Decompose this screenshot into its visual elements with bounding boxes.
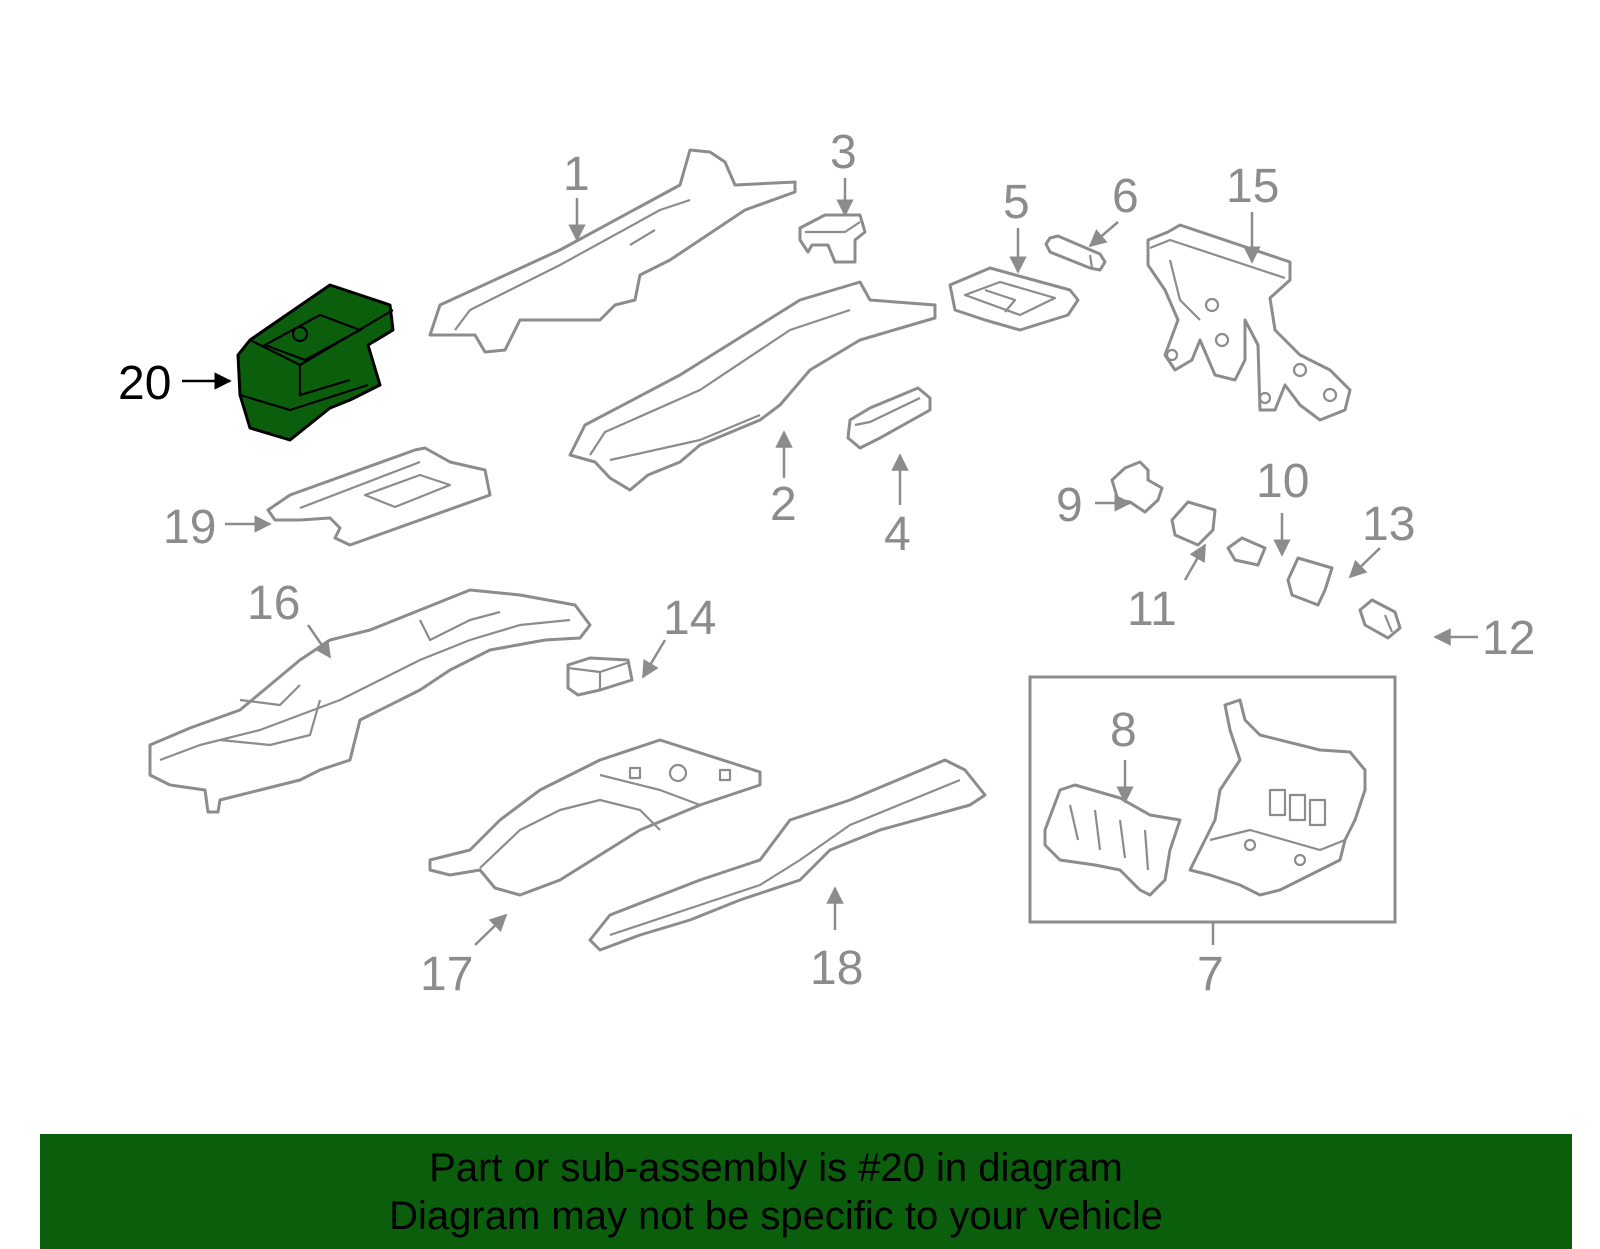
callout-17[interactable]: 17 (420, 948, 473, 1001)
part-7-component (1188, 698, 1367, 897)
part-6 (1044, 234, 1107, 272)
callout-19[interactable]: 19 (163, 501, 216, 554)
part-18 (588, 758, 987, 952)
callout-1[interactable]: 1 (563, 148, 590, 201)
part-3 (798, 213, 867, 264)
leader-14 (641, 639, 667, 679)
part-12 (1358, 598, 1402, 640)
callout-18[interactable]: 18 (810, 942, 863, 995)
part-4 (846, 386, 932, 450)
part-2 (568, 280, 937, 492)
part-1 (428, 148, 797, 354)
callout-6[interactable]: 6 (1112, 170, 1139, 223)
part-11 (1170, 500, 1217, 547)
part-5 (948, 266, 1080, 332)
leader-6 (1088, 221, 1119, 248)
part-17 (428, 738, 762, 897)
callout-5[interactable]: 5 (1003, 176, 1030, 229)
info-banner: Part or sub-assembly is #20 in diagram D… (40, 1134, 1572, 1249)
callout-7[interactable]: 7 (1197, 948, 1224, 1001)
callout-8[interactable]: 8 (1110, 704, 1137, 757)
leader-16 (306, 624, 332, 659)
callout-15[interactable]: 15 (1226, 160, 1279, 213)
callout-14[interactable]: 14 (663, 592, 716, 645)
part-20-highlighted[interactable] (236, 283, 395, 442)
banner-line-2: Diagram may not be specific to your vehi… (389, 1194, 1163, 1238)
leader-11 (1183, 543, 1207, 581)
part-13 (1286, 556, 1334, 607)
callout-10[interactable]: 10 (1256, 455, 1309, 508)
leader-17 (474, 913, 508, 946)
part-19 (266, 446, 492, 547)
part-14 (566, 656, 634, 697)
banner-line-1: Part or sub-assembly is #20 in diagram (429, 1146, 1123, 1190)
callout-13[interactable]: 13 (1362, 498, 1415, 551)
callout-3[interactable]: 3 (830, 126, 857, 179)
part-10 (1226, 536, 1267, 567)
callout-9[interactable]: 9 (1056, 479, 1083, 532)
callout-20[interactable]: 20 (118, 357, 171, 410)
callout-4[interactable]: 4 (884, 508, 911, 561)
part-9 (1110, 460, 1164, 514)
part-15 (1146, 223, 1352, 422)
part-16 (148, 588, 592, 814)
callout-16[interactable]: 16 (247, 577, 300, 630)
callout-2[interactable]: 2 (770, 478, 797, 531)
callout-12[interactable]: 12 (1482, 612, 1535, 665)
part-8 (1043, 783, 1182, 897)
leader-13 (1348, 547, 1381, 579)
callout-11[interactable]: 11 (1127, 583, 1177, 636)
